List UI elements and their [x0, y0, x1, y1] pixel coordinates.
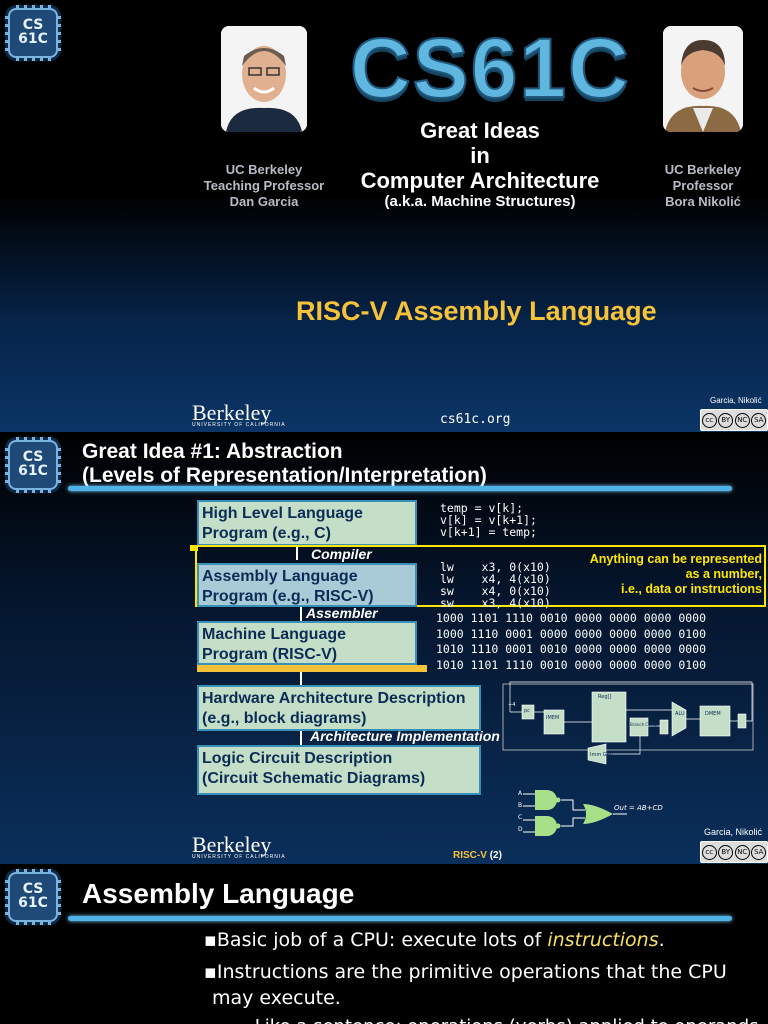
machine-code: 1000 1101 1110 0010 0000 0000 0000 0000 … [436, 611, 707, 672]
course-logo: CS61C [349, 20, 631, 116]
cs61c-chip-icon: CS 61C [5, 5, 61, 61]
cs61c-chip-icon: CS 61C [5, 869, 61, 925]
dp-label: ALU [675, 711, 685, 717]
callout-frame [195, 545, 766, 607]
credit-text: Garcia, Nikolić [710, 396, 762, 405]
dp-label: DMEM [705, 711, 721, 717]
course-subtitle: Great Ideas in Computer Architecture (a.… [360, 118, 600, 210]
box-logic-circuit: Logic Circuit Description(Circuit Schema… [197, 745, 481, 795]
cs61c-chip-icon: CS 61C [5, 437, 61, 493]
photo-bora-nikolic [663, 26, 743, 132]
heading-underline [68, 486, 732, 491]
right-professor-name: UC Berkeley Professor Bora Nikolić [664, 162, 742, 209]
dp-label: +4 [508, 702, 516, 708]
slide-assembly-language: CS 61C Assembly Language ▪Basic job of a… [0, 864, 768, 1024]
assembler-label: Assembler [306, 605, 378, 621]
lecture-topic: RISC-V Assembly Language [296, 296, 657, 326]
photo-dan-garcia [221, 26, 307, 132]
credit-text: Garcia, Nikolić [704, 827, 763, 837]
bullet-instructions: ▪Instructions are the primitive operatio… [204, 961, 727, 1009]
datapath-diagram [502, 681, 754, 765]
page-number: (2) [489, 850, 502, 861]
connector-line [300, 731, 302, 745]
slide-heading: Assembly Language [82, 878, 355, 909]
slide-footer: RISC-V (2) [453, 850, 502, 861]
dp-label: Reg[] [598, 694, 612, 700]
slide-title: CS 61C UC Berkeley Teaching Professor Da… [0, 0, 768, 432]
callout-marker [190, 545, 198, 551]
architecture-implementation-label: Architecture Implementation [310, 728, 500, 744]
assembly-code: lw x3, 0(x10) lw x4, 4(x10) sw x4, 0(x10… [440, 560, 551, 610]
course-url[interactable]: cs61c.org [440, 412, 511, 427]
gate-output-label: Out = AB+CD [614, 804, 663, 812]
slide-abstraction: CS 61C Great Idea #1: Abstraction (Level… [0, 432, 768, 864]
compiler-label: Compiler [311, 546, 372, 562]
bullet-sentence-analogy: – Like a sentence: operations (verbs) ap… [240, 1014, 768, 1024]
c-code: temp = v[k]; v[k] = v[k+1]; v[k+1] = tem… [440, 501, 537, 539]
heading-underline [68, 916, 732, 921]
left-professor-name: UC Berkeley Teaching Professor Dan Garci… [203, 162, 325, 209]
dp-label: IMEM [546, 715, 560, 721]
machine-level-bar [197, 665, 427, 672]
connector-line [296, 546, 298, 560]
dp-label: Branch Comp [630, 722, 658, 727]
bullet-cpu-job: ▪Basic job of a CPU: execute lots of ins… [204, 929, 665, 951]
connector-line [300, 607, 302, 621]
dp-label: Imm Gen [590, 752, 613, 758]
slide-heading: Great Idea #1: Abstraction (Levels of Re… [82, 440, 487, 487]
box-hardware-architecture: Hardware Architecture Description(e.g., … [197, 685, 481, 731]
dp-label: pc [524, 708, 530, 714]
connector-line [300, 672, 302, 686]
logic-gates-diagram [523, 790, 627, 836]
